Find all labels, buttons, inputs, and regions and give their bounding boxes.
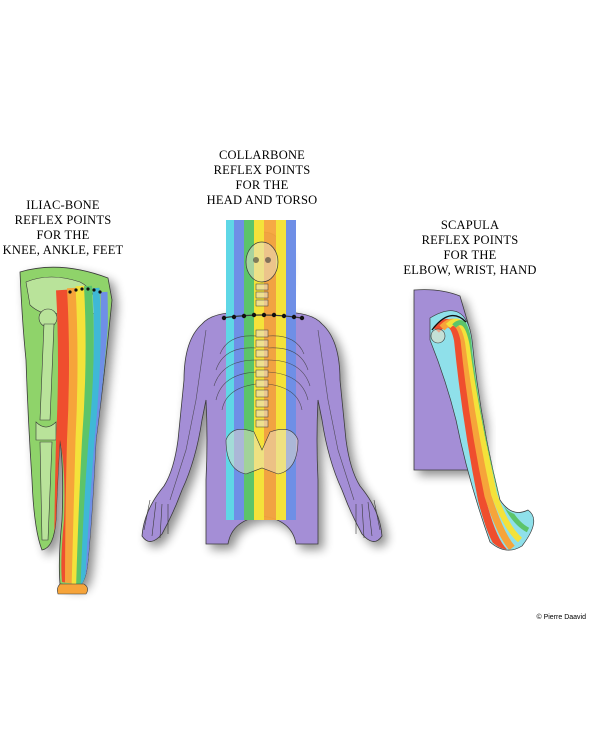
arm-figure [413, 289, 535, 551]
iliac-bone-label: ILIAC-BONE REFLEX POINTS FOR THE KNEE, A… [0, 198, 126, 258]
label-line: FOR THE [443, 248, 497, 262]
knee-bone [35, 421, 57, 441]
label-line: FOR THE [36, 228, 90, 242]
leg-bands [54, 285, 108, 585]
iliac-reflex-points [68, 287, 102, 294]
leg-figure [19, 266, 113, 595]
label-line: KNEE, ANKLE, FEET [2, 243, 124, 257]
femur-bone [39, 323, 55, 421]
torso-figure [141, 220, 383, 545]
shoulder-joint [430, 328, 446, 344]
skull [245, 241, 279, 283]
label-line: SCAPULA [440, 218, 500, 232]
scapula-curve [431, 314, 467, 331]
arm-bones [169, 329, 355, 501]
label-line: ILIAC-BONE [26, 198, 100, 212]
scapula-label: SCAPULA REFLEX POINTS FOR THE ELBOW, WRI… [380, 218, 560, 278]
pelvis [225, 429, 299, 475]
collarbone-reflex-points [221, 312, 305, 321]
label-line: FOR THE [235, 178, 289, 192]
label-line: REFLEX POINTS [421, 233, 519, 247]
label-line: ELBOW, WRIST, HAND [403, 263, 537, 277]
ribcage [213, 335, 311, 411]
label-line: REFLEX POINTS [213, 163, 311, 177]
foot [57, 583, 88, 595]
hands [143, 499, 381, 539]
copyright-credit: © Pierre Daavid [536, 614, 586, 621]
label-line: COLLARBONE [218, 148, 306, 162]
tibia-bone [39, 441, 53, 541]
label-line: HEAD AND TORSO [206, 193, 318, 207]
collarbone-label: COLLARBONE REFLEX POINTS FOR THE HEAD AN… [192, 148, 332, 208]
label-line: REFLEX POINTS [14, 213, 112, 227]
spine [255, 283, 269, 428]
